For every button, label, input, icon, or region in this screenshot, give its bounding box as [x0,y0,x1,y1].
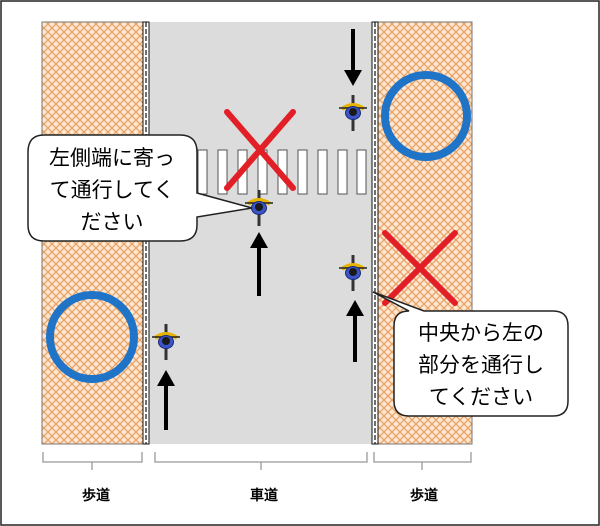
speech-bubble-right: 中央から左の 部分を通行し てください [372,291,569,417]
bubble-left-line-3: ださい [81,210,144,234]
bubble-right-line-2: 部分を通行し [418,353,544,377]
cross-mark-icon [224,109,296,191]
bubble-left-line-1: 左側端に寄っ [49,146,175,170]
arrow-icon [157,370,175,430]
arrow-icon [346,300,364,362]
bracket-roadway [154,452,368,470]
bubble-left-line-2: て通行してく [50,178,175,202]
cross-mark-icon [382,230,458,306]
bubble-right-line-3: てください [429,385,533,409]
curb-right [371,21,379,445]
bubble-right-line-1: 中央から左の [418,321,544,345]
bracket-sidewalk-right [373,452,472,470]
label-sidewalk-right: 歩道 [410,487,438,504]
speech-bubble-left: 左側端に寄っ て通行してく ださい [27,134,253,242]
label-roadway: 車道 [250,487,278,504]
arrow-icon [344,29,362,86]
bracket-sidewalk-left [42,452,143,470]
label-sidewalk-left: 歩道 [82,487,110,504]
circle-mark-icon [381,71,471,161]
arrow-icon [250,232,268,296]
circle-mark-icon [46,291,138,383]
